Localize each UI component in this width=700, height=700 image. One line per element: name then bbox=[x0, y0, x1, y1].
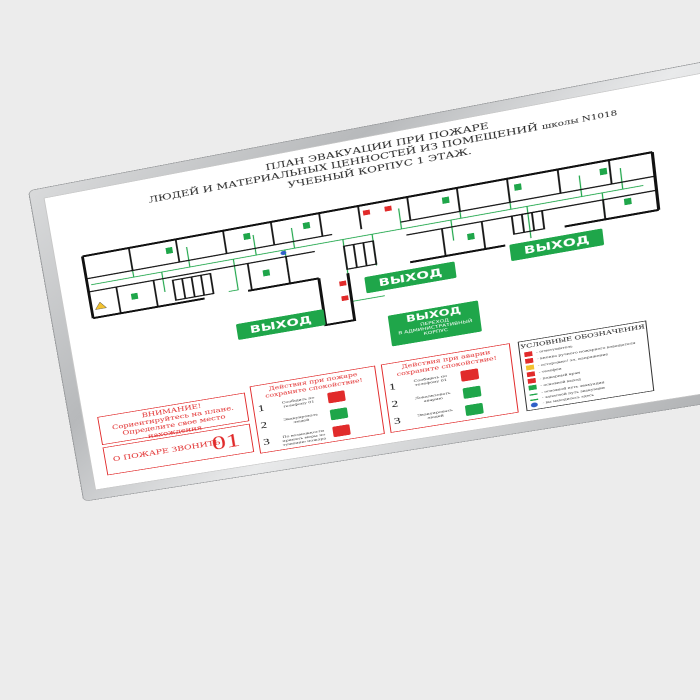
extinguisher-icon bbox=[599, 167, 608, 176]
evacuation-plan-poster: ПЛАН ЭВАКУАЦИИ ПРИ ПОЖАРЕ ЛЮДЕЙ И МАТЕРИ… bbox=[43, 67, 700, 491]
extinguisher-icon bbox=[130, 292, 139, 300]
fire-alarm-button-icon bbox=[339, 280, 347, 287]
extinguisher-icon bbox=[302, 221, 311, 230]
extinguisher-icon bbox=[243, 232, 251, 241]
accident-step-number: 1 bbox=[388, 381, 397, 393]
extinguisher-icon bbox=[513, 183, 522, 191]
evacuation-routes bbox=[88, 164, 651, 344]
fire-step-number: 1 bbox=[257, 403, 266, 415]
outer-wall-right bbox=[652, 152, 658, 210]
phone-icon bbox=[460, 368, 480, 382]
phone-icon bbox=[327, 390, 346, 404]
fire-call-number: 01 bbox=[210, 428, 242, 455]
fire-alarm-button-icon bbox=[362, 209, 371, 216]
aluminum-frame: ПЛАН ЭВАКУАЦИИ ПРИ ПОЖАРЕ ЛЮДЕЙ И МАТЕРИ… bbox=[29, 54, 700, 501]
fire-alarm-button-icon bbox=[384, 205, 392, 212]
first-aid-icon bbox=[462, 385, 482, 399]
phone-icon bbox=[341, 295, 349, 302]
main-route-line-icon bbox=[529, 393, 538, 396]
extinguisher-icon bbox=[524, 351, 533, 358]
fire-call-label: О ПОЖАРЕ ЗВОНИТЬ bbox=[112, 439, 221, 464]
stairs-2 bbox=[344, 241, 376, 269]
extinguisher-icon bbox=[623, 197, 632, 206]
outer-wall-left bbox=[82, 256, 93, 318]
fire-hydrant-icon bbox=[527, 377, 537, 384]
extinguisher-icon bbox=[332, 424, 351, 438]
stairs-1 bbox=[173, 274, 214, 301]
floor-plan bbox=[44, 68, 700, 491]
fire-step-number: 2 bbox=[259, 420, 268, 432]
fire-step-number: 3 bbox=[262, 437, 271, 448]
spare-route-line-icon bbox=[530, 398, 539, 402]
partitions-top bbox=[82, 152, 655, 279]
phone-icon bbox=[526, 371, 536, 378]
accident-step-number: 3 bbox=[393, 416, 402, 427]
extinguisher-icon bbox=[165, 246, 174, 255]
exit-running-man-icon bbox=[329, 407, 349, 421]
route-branch-3 bbox=[527, 206, 531, 238]
high-voltage-icon bbox=[525, 364, 535, 371]
exit-running-man-icon bbox=[464, 402, 484, 417]
main-exit-icon bbox=[528, 384, 537, 391]
extinguisher-icon bbox=[467, 232, 475, 241]
outer-wall-bottom-left bbox=[93, 278, 319, 318]
high-voltage-icon bbox=[94, 301, 106, 310]
fire-alarm-button-icon bbox=[524, 357, 534, 364]
route-branch-1 bbox=[224, 259, 238, 291]
extinguisher-icon bbox=[262, 269, 271, 277]
extinguisher-icon bbox=[441, 196, 450, 204]
you-are-here-icon bbox=[530, 402, 539, 408]
accident-step-number: 2 bbox=[390, 398, 399, 410]
